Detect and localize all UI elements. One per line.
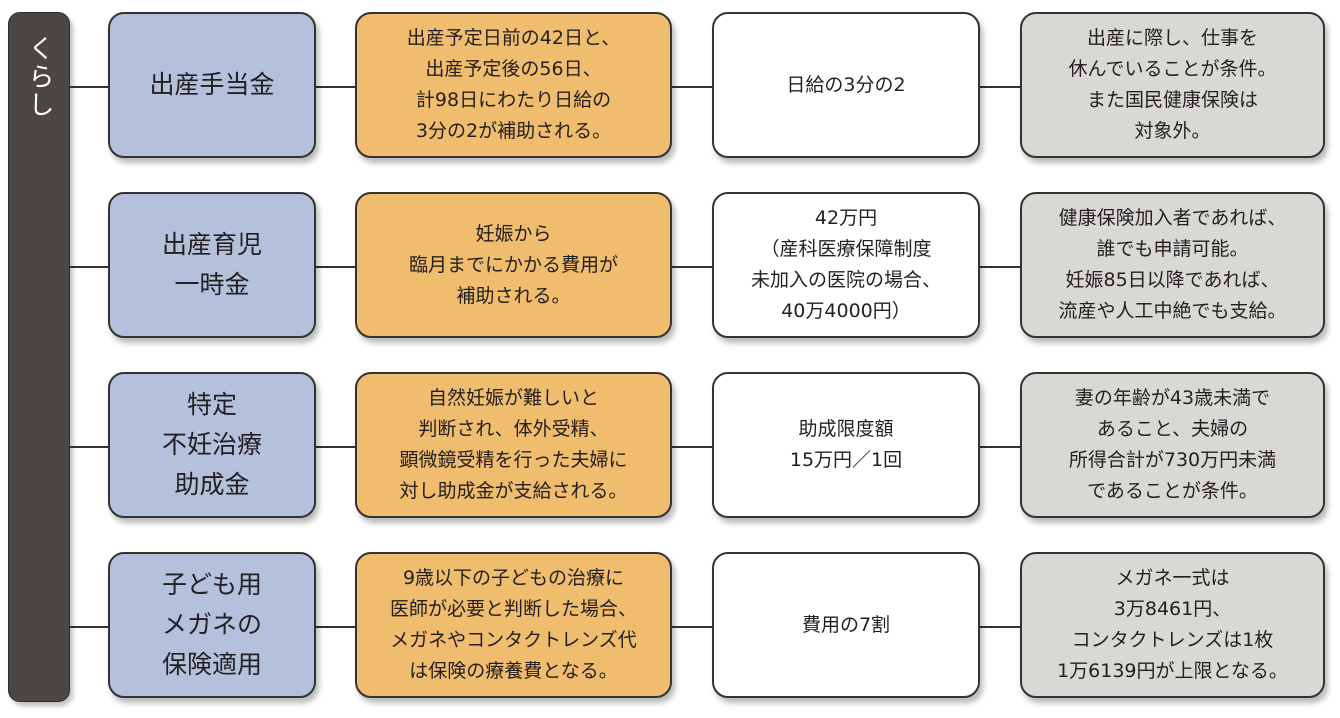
benefit-name: 子ども用 メガネの 保険適用 [108,552,316,698]
benefit-condition: 出産に際し、仕事を 休んでいることが条件。 また国民健康保険は 対象外。 [1020,12,1325,158]
benefit-amount: 42万円 （産科医療保障制度 未加入の医院の場合、 40万4000円） [712,192,980,338]
benefit-description: 9歳以下の子どもの治療に 医師が必要と判断した場合、 メガネやコンタクトレンズ代… [355,552,672,698]
benefit-description: 妊娠から 臨月までにかかる費用が 補助される。 [355,192,672,338]
benefit-condition: 妻の年齢が43歳未満で あること、夫婦の 所得合計が730万円未満 であることが… [1020,372,1325,518]
benefit-condition: メガネ一式は 3万8461円、 コンタクトレンズは1枚 1万6139円が上限とな… [1020,552,1325,698]
benefit-amount: 助成限度額 15万円／1回 [712,372,980,518]
benefit-description: 出産予定日前の42日と、 出産予定後の56日、 計98日にわたり日給の 3分の2… [355,12,672,158]
benefit-name: 出産育児 一時金 [108,192,316,338]
category-label: くらし [24,35,54,119]
category-bar: くらし [8,12,70,702]
benefit-name: 特定 不妊治療 助成金 [108,372,316,518]
benefit-amount: 費用の7割 [712,552,980,698]
benefit-name: 出産手当金 [108,12,316,158]
benefit-description: 自然妊娠が難しいと 判断され、体外受精、 顕微鏡受精を行った夫婦に 対し助成金が… [355,372,672,518]
benefit-condition: 健康保険加入者であれば、 誰でも申請可能。 妊娠85日以降であれば、 流産や人工… [1020,192,1325,338]
benefit-amount: 日給の3分の2 [712,12,980,158]
